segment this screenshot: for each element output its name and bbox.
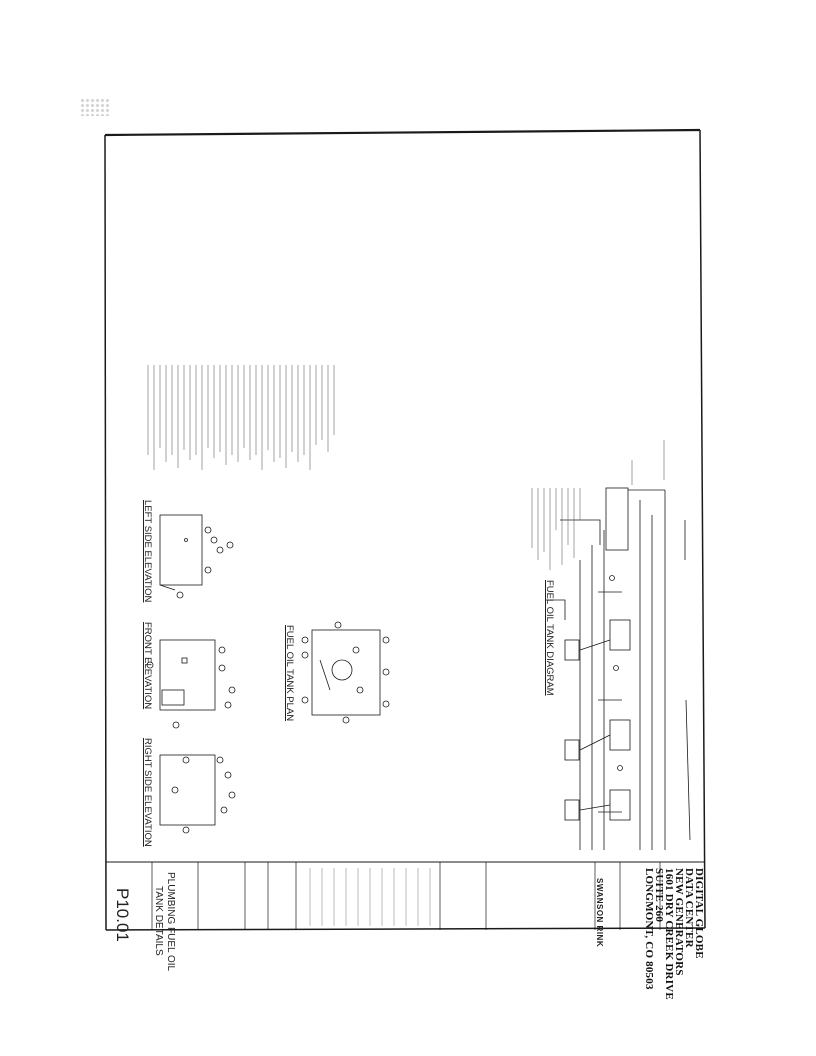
tank-plan-label: FUEL OIL TANK PLAN (282, 625, 300, 721)
front-elevation (146, 639, 236, 729)
sheet-title-line: TANK DETAILS (153, 886, 164, 956)
firm-logo: SWANSON RINK (595, 878, 604, 947)
project-line: DATA CENTER (683, 868, 695, 948)
scan-artifact (80, 98, 110, 116)
sheet-number-block: P10.01 (112, 888, 132, 942)
firm-name: SWANSON RINK (595, 878, 604, 948)
tank-plan-title: FUEL OIL TANK PLAN (284, 625, 295, 722)
fuel-oil-tank-diagram (545, 487, 691, 850)
project-info: DIGITAL GLOBE DATA CENTER NEW GENERATORS… (643, 868, 705, 1000)
front-elevation-title: FRONT ELEVATION (142, 622, 153, 710)
project-line: DIGITAL GLOBE (693, 868, 705, 959)
project-line: LONGMONT, CO 80503 (643, 868, 655, 990)
right-elevation-title: RIGHT SIDE ELEVATION (142, 738, 153, 847)
title-block-frame (106, 861, 705, 930)
project-line: NEW GENERATORS (673, 868, 685, 976)
left-elevation-title: LEFT SIDE ELEVATION (142, 500, 153, 603)
front-elevation-label: FRONT ELEVATION (140, 622, 158, 709)
left-side-elevation (159, 514, 234, 599)
fuel-oil-tank-plan (301, 621, 390, 724)
sheet-border (104, 128, 706, 931)
diagram-notes (531, 440, 665, 570)
tank-diagram-title: FUEL OIL TANK DIAGRAM (544, 580, 555, 696)
left-elevation-label: LEFT SIDE ELEVATION (140, 500, 158, 602)
tank-diagram-label: FUEL OIL TANK DIAGRAM (542, 580, 560, 696)
sheet-title-line: PLUMBING FUEL OIL (165, 872, 176, 972)
right-elevation-label: RIGHT SIDE ELEVATION (140, 738, 158, 847)
sheet-title-block: PLUMBING FUEL OIL TANK DETAILS (152, 872, 176, 971)
sheet-number: P10.01 (113, 888, 132, 942)
project-line: 1601 DRY CREEK DRIVE (663, 868, 675, 1000)
general-notes (147, 365, 335, 470)
right-side-elevation (159, 754, 236, 834)
